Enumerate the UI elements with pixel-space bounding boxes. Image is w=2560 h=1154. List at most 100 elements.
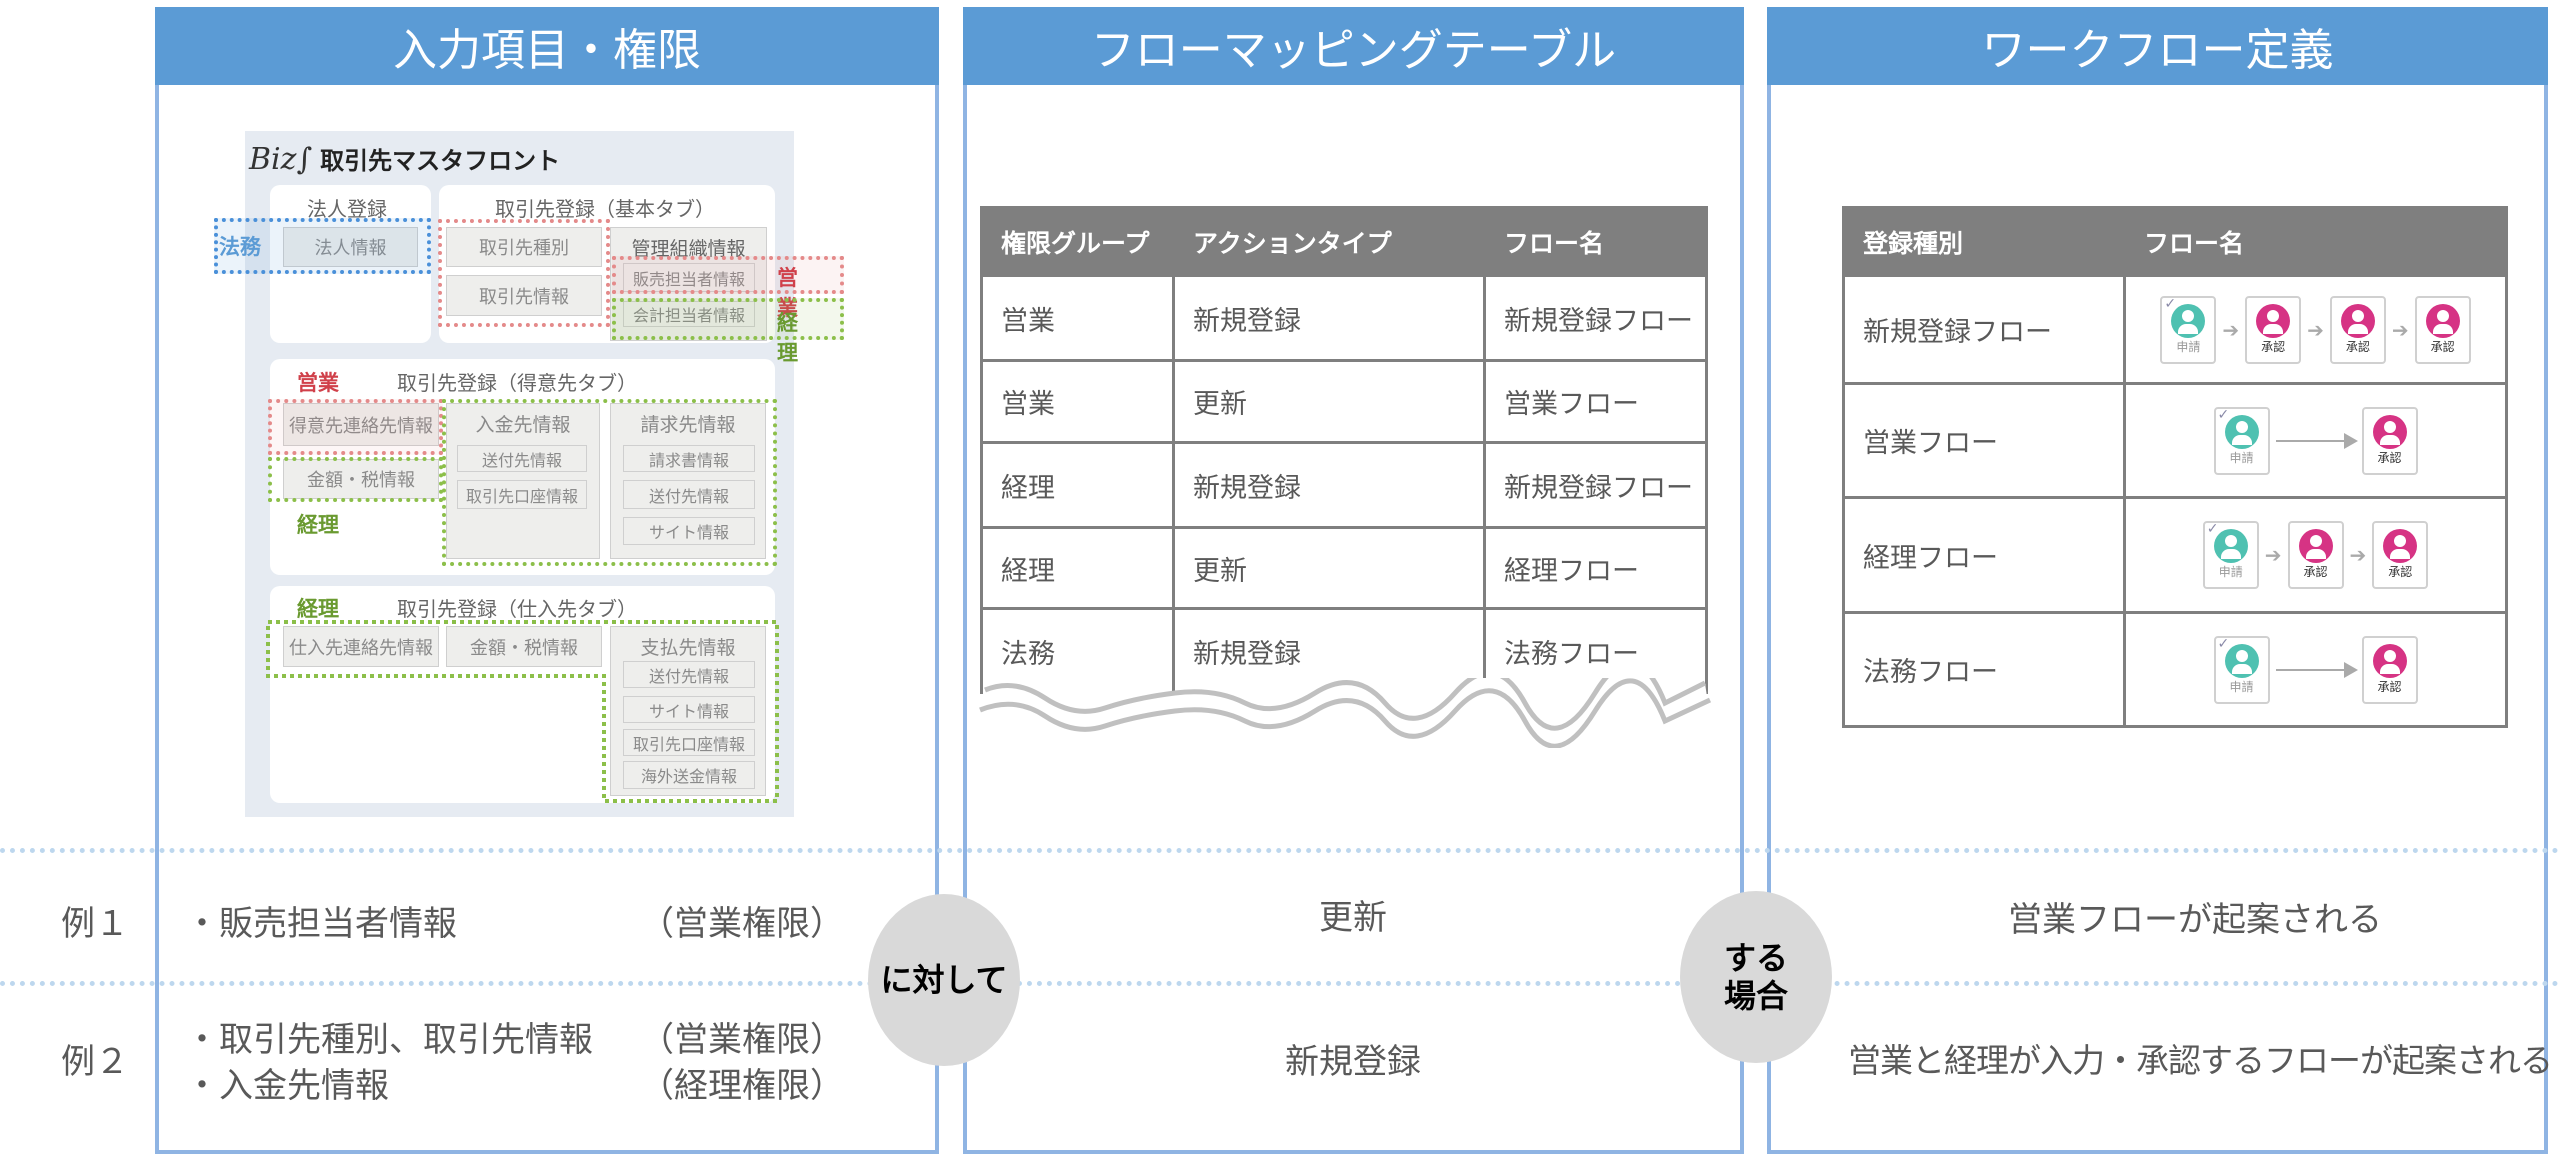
role-sales-customer: 営業	[297, 371, 339, 395]
step-label: 申請	[2229, 450, 2254, 465]
check-icon: ✓	[2164, 295, 2177, 312]
accounting-scope-outline-supplier	[266, 620, 779, 803]
arrow-icon: ➔	[2307, 317, 2324, 342]
approver-avatar-icon	[2372, 643, 2407, 678]
step-label: 承認	[2377, 679, 2402, 694]
approver-avatar-icon	[2425, 303, 2460, 338]
cell-flow-name: 新規登録フロー	[1842, 274, 2126, 385]
example2-role2: （経理権限）	[640, 1066, 844, 1106]
box-partner-type: 取引先種別	[446, 227, 602, 267]
cell-flow-name: 営業フロー	[1483, 359, 1708, 444]
cell-flow-name: 新規登録フロー	[1483, 274, 1708, 362]
step-label: 申請	[2176, 339, 2201, 354]
role-accounting-customer: 経理	[297, 513, 339, 537]
box-payee-site: サイト情報	[623, 696, 755, 723]
applicant-avatar-icon	[2213, 529, 2248, 563]
bizf-logo: Biz∫	[249, 142, 313, 177]
applicant-avatar-icon	[2171, 303, 2206, 338]
cell-action-type: 更新	[1172, 359, 1486, 444]
cell-flow-name: 法務フロー	[1842, 611, 2126, 728]
label-customer: 取引先登録（得意先タブ）	[397, 371, 637, 395]
cell-flow-name: 法務フロー	[1483, 607, 1708, 694]
applicant-avatar-icon	[2224, 643, 2259, 678]
cell-action-type: 更新	[1172, 526, 1486, 610]
step-label: 申請	[2218, 565, 2243, 579]
cell-permission-group: 営業	[980, 274, 1175, 362]
workflow-row: 営業フロー✓申請承認	[1842, 382, 2508, 499]
approver-avatar-icon	[2256, 303, 2291, 338]
step-label: 承認	[2261, 339, 2286, 354]
approve-step: 承認	[2361, 406, 2418, 475]
sales-scope-outline-customer	[268, 399, 443, 455]
legal-scope-outline	[214, 218, 431, 274]
mockup-title: 取引先マスタフロント	[320, 147, 561, 175]
label-basic: 取引先登録（基本タブ）	[495, 197, 715, 221]
cell-permission-group: 経理	[980, 526, 1175, 610]
box-customer-contact: 得意先連絡先情報	[283, 403, 439, 446]
panel-workflow-def	[1767, 85, 2548, 1154]
flow-mapping-table: 権限グループ アクションタイプ フロー名 営業新規登録新規登録フロー営業更新営業…	[980, 206, 1708, 694]
header-input-items: 入力項目・権限	[155, 7, 939, 85]
cell-flow-name: 経理フロー	[1842, 496, 2126, 614]
box-overseas: 海外送金情報	[623, 761, 755, 789]
mapping-row: 営業新規登録新規登録フロー	[980, 274, 1708, 362]
mapping-row: 経理更新経理フロー	[980, 526, 1708, 610]
step-label: 承認	[2303, 565, 2328, 579]
box-corp-info: 法人情報	[283, 227, 418, 267]
accounting-scope-outline-customer	[442, 399, 777, 566]
check-icon: ✓	[2217, 635, 2230, 652]
col-flow-name: フロー名	[1483, 206, 1708, 277]
role-accounting-supplier: 経理	[297, 597, 339, 621]
col-permission-group: 権限グループ	[980, 206, 1175, 277]
example2-item1: ・取引先種別、取引先情報	[185, 1020, 593, 1060]
mapping-row: 法務新規登録法務フロー	[980, 607, 1708, 694]
box-payee-bank: 取引先口座情報	[623, 729, 755, 756]
approver-avatar-icon	[2340, 303, 2375, 338]
approve-step: 承認	[2329, 295, 2386, 364]
col-flow: フロー名	[2123, 206, 2508, 277]
arrow-icon: ➔	[2391, 317, 2409, 342]
connector-against: に対して	[868, 894, 1020, 1066]
cell-flow-name: 新規登録フロー	[1483, 441, 1708, 529]
cell-flow-diagram: ✓申請承認	[2123, 382, 2508, 499]
box-send-to: 送付先情報	[457, 445, 587, 472]
example1-role: （営業権限）	[640, 904, 844, 944]
connector-when: する 場合	[1680, 891, 1832, 1063]
approver-avatar-icon	[2372, 414, 2407, 449]
step-label: 承認	[2377, 450, 2402, 465]
step-label: 承認	[2430, 339, 2455, 354]
box-bank: 取引先口座情報	[457, 480, 587, 509]
example2-label: 例２	[61, 1042, 129, 1082]
apply-step: ✓ 申請	[2213, 635, 2270, 704]
step-label: 申請	[2229, 679, 2254, 694]
workflow-definition-table: 登録種別 フロー名 新規登録フロー✓申請➔承認➔承認➔承認営業フロー✓申請承認経…	[1842, 206, 2508, 728]
cell-flow-name: 営業フロー	[1842, 382, 2126, 499]
approver-avatar-icon	[2298, 529, 2333, 563]
approver-avatar-icon	[2383, 529, 2418, 563]
label-supplier: 取引先登録（仕入先タブ）	[397, 597, 637, 621]
flow-diagram: ✓申請➔承認➔承認➔承認	[2126, 295, 2505, 364]
box-payee-send-to: 送付先情報	[623, 661, 755, 688]
box-supplier-amount-tax: 金額・税情報	[446, 626, 602, 667]
check-icon: ✓	[2206, 521, 2219, 537]
role-legal-label: 法務	[219, 235, 261, 259]
cell-flow-diagram: ✓申請➔承認➔承認➔承認	[2123, 274, 2508, 385]
accounting-scope-outline-amount	[268, 457, 443, 502]
col-action-type: アクションタイプ	[1172, 206, 1486, 277]
example2-action: 新規登録	[1285, 1042, 1421, 1082]
cell-action-type: 新規登録	[1172, 607, 1486, 694]
example2-result: 営業と経理が入力・承認するフローが起案される	[1848, 1041, 2553, 1080]
flow-diagram: ✓ 申請 承認	[2126, 635, 2505, 704]
example1-label: 例１	[61, 904, 129, 944]
workflow-row: 経理フロー✓申請➔承認➔承認	[1842, 496, 2508, 614]
box-supplier-contact: 仕入先連絡先情報	[283, 626, 439, 667]
sales-scope-outline-rep	[612, 256, 844, 294]
label-corp: 法人登録	[307, 197, 387, 221]
example2-item2: ・入金先情報	[185, 1066, 389, 1106]
cell-permission-group: 法務	[980, 607, 1175, 694]
workflow-row: 法務フロー ✓ 申請 承認	[1842, 611, 2508, 728]
example1-result: 営業フローが起案される	[2008, 900, 2382, 940]
accounting-scope-outline-rep	[612, 298, 844, 340]
mockup-title-bar: Biz∫ 取引先マスタフロント	[249, 141, 560, 177]
approve-step: 承認	[2287, 521, 2344, 589]
